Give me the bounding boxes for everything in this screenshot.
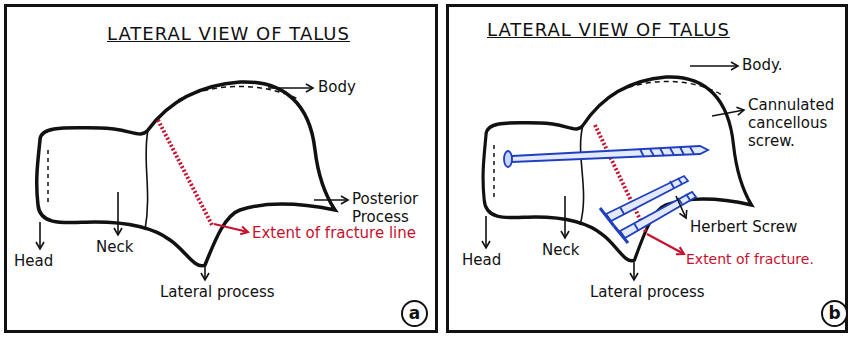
leader-arrow (268, 87, 313, 89)
herbert-screw (600, 176, 696, 243)
leader-arrow (117, 192, 119, 235)
part-label: Head (462, 251, 501, 269)
part-label: Lateral process (590, 283, 705, 301)
panel-letter-circle: a (401, 300, 428, 327)
part-label: Lateral process (160, 283, 275, 301)
part-label: Body. (742, 56, 783, 74)
part-label: Neck (542, 241, 579, 259)
part-label: Posterior Process (352, 190, 432, 226)
fracture-line (158, 120, 212, 225)
leader-arrow (676, 196, 686, 218)
leader-arrow (39, 222, 41, 249)
part-label: Herbert Screw (690, 218, 797, 236)
leader-arrow (633, 262, 635, 280)
panel-letter: b (828, 305, 840, 322)
talus-outline-a (37, 82, 348, 280)
part-label: Cannulated cancellous screw. (748, 96, 844, 150)
leader-arrow (214, 224, 248, 232)
talus-outline-b (483, 66, 751, 280)
dashed-line (493, 145, 495, 200)
leader-arrow (485, 216, 487, 248)
leader-arrow (204, 262, 206, 280)
leader-arrow (647, 234, 684, 254)
part-label: Extent of fracture. (686, 250, 814, 268)
part-label: Neck (96, 238, 133, 256)
part-label: Extent of fracture line (252, 224, 416, 242)
leader-arrow (712, 110, 744, 116)
neck-line (580, 125, 584, 225)
part-label: Body (318, 78, 356, 96)
cannulated-screw (504, 146, 708, 167)
neck-line (145, 130, 148, 230)
leader-arrow (564, 196, 566, 238)
leader-arrow (690, 65, 738, 67)
part-label: Head (14, 252, 53, 270)
leader-arrow (314, 199, 348, 201)
panel-title: LATERAL VIEW OF TALUS (487, 19, 730, 40)
panel-letter-circle: b (821, 300, 848, 327)
dashed-line (612, 81, 722, 95)
dashed-line (47, 150, 49, 205)
panel-title: LATERAL VIEW OF TALUS (107, 23, 350, 44)
panel-letter: a (409, 305, 420, 322)
